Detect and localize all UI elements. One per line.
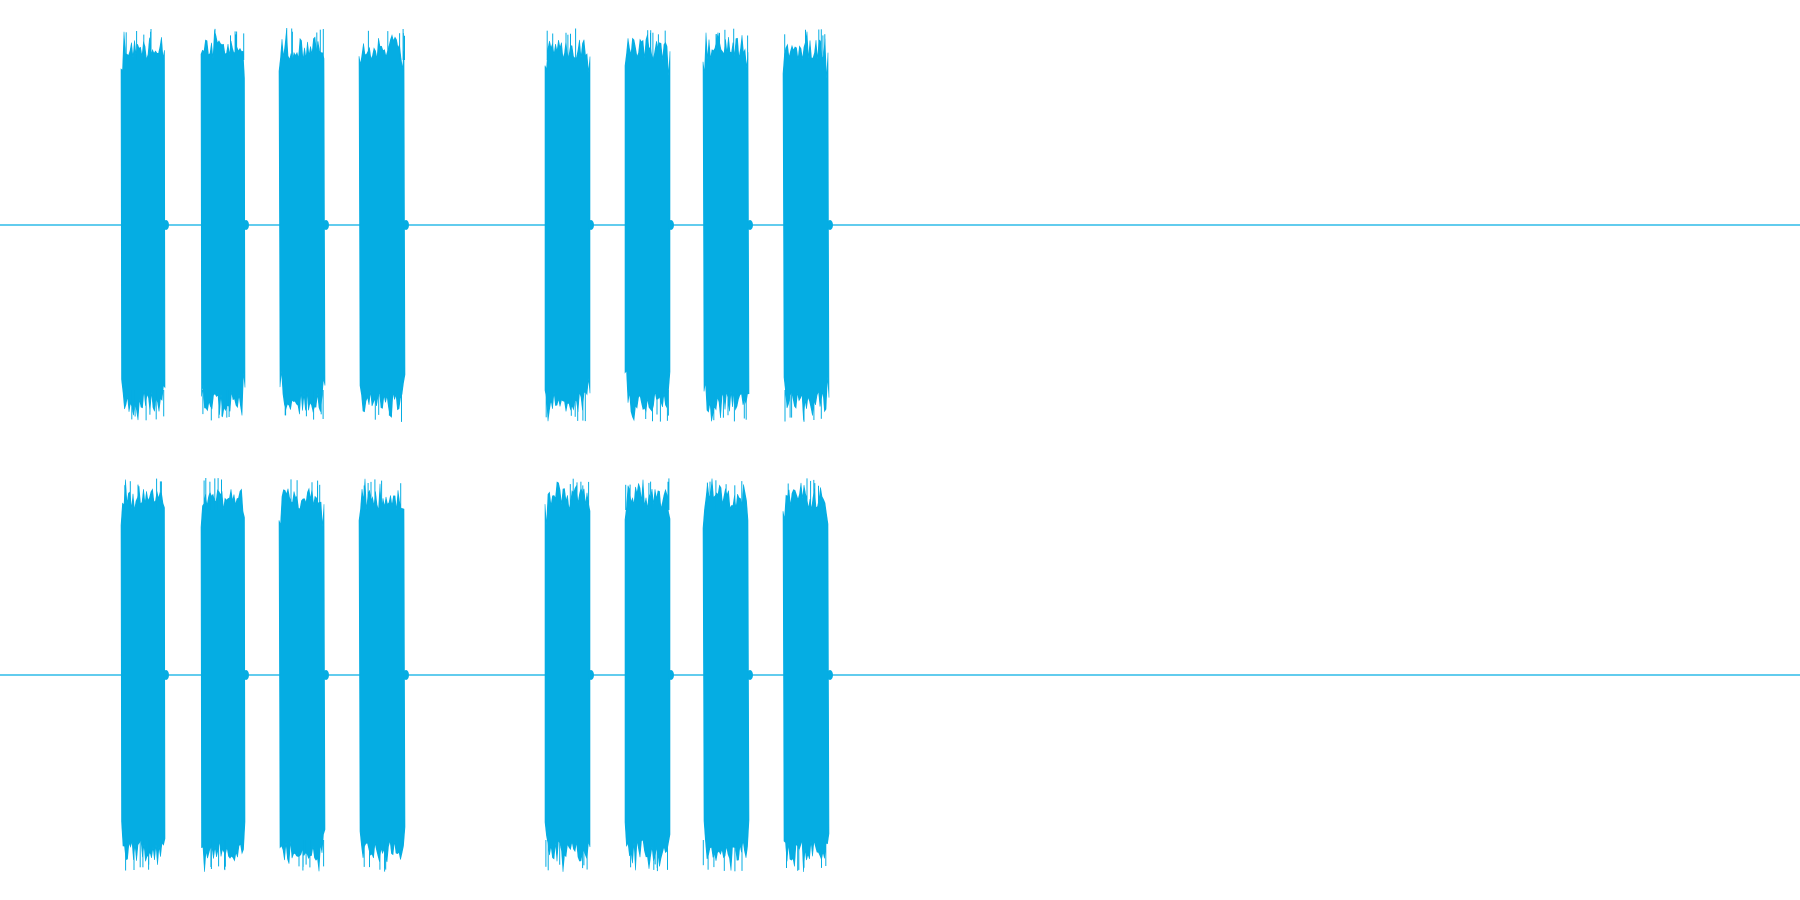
waveform-burst-3	[278, 487, 326, 872]
waveform-edge-bump	[403, 670, 409, 680]
waveform-edge-bump	[163, 670, 169, 680]
waveform-burst-1	[120, 479, 166, 865]
waveform-burst-4	[358, 478, 406, 863]
waveform-edge-bump	[827, 220, 833, 230]
waveform-channel-1-svg	[0, 28, 1800, 422]
waveform-edge-bump	[668, 220, 674, 230]
waveform-edge-bump	[827, 670, 833, 680]
waveform-burst-5	[544, 481, 591, 872]
waveform-channel-1	[0, 28, 1800, 422]
waveform-burst-7	[702, 32, 750, 422]
waveform-edge-bump	[588, 670, 594, 680]
waveform-burst-3	[278, 30, 326, 415]
waveform-edge-bump	[323, 670, 329, 680]
waveform-channel-2-svg	[0, 478, 1800, 873]
waveform-burst-6	[624, 34, 671, 422]
waveform-edge-bump	[668, 670, 674, 680]
waveform-burst-1	[120, 31, 166, 421]
waveform-burst-2	[200, 30, 246, 418]
waveform-edge-bump	[243, 670, 249, 680]
waveform-edge-bump	[323, 220, 329, 230]
waveform-edge-bump	[747, 220, 753, 230]
waveform-channel-2	[0, 450, 1800, 900]
waveform-burst-8	[782, 31, 830, 421]
waveform-burst-2	[200, 488, 246, 872]
waveform-edge-bump	[403, 220, 409, 230]
waveform-edge-bump	[747, 670, 753, 680]
waveform-burst-5	[544, 39, 591, 422]
waveform-burst-8	[782, 482, 830, 873]
waveform-edge-bump	[163, 220, 169, 230]
waveform-edge-bump	[243, 220, 249, 230]
waveform-burst-6	[624, 479, 671, 871]
waveform-burst-4	[358, 34, 406, 418]
waveform-burst-7	[702, 478, 750, 871]
waveform-edge-bump	[588, 220, 594, 230]
